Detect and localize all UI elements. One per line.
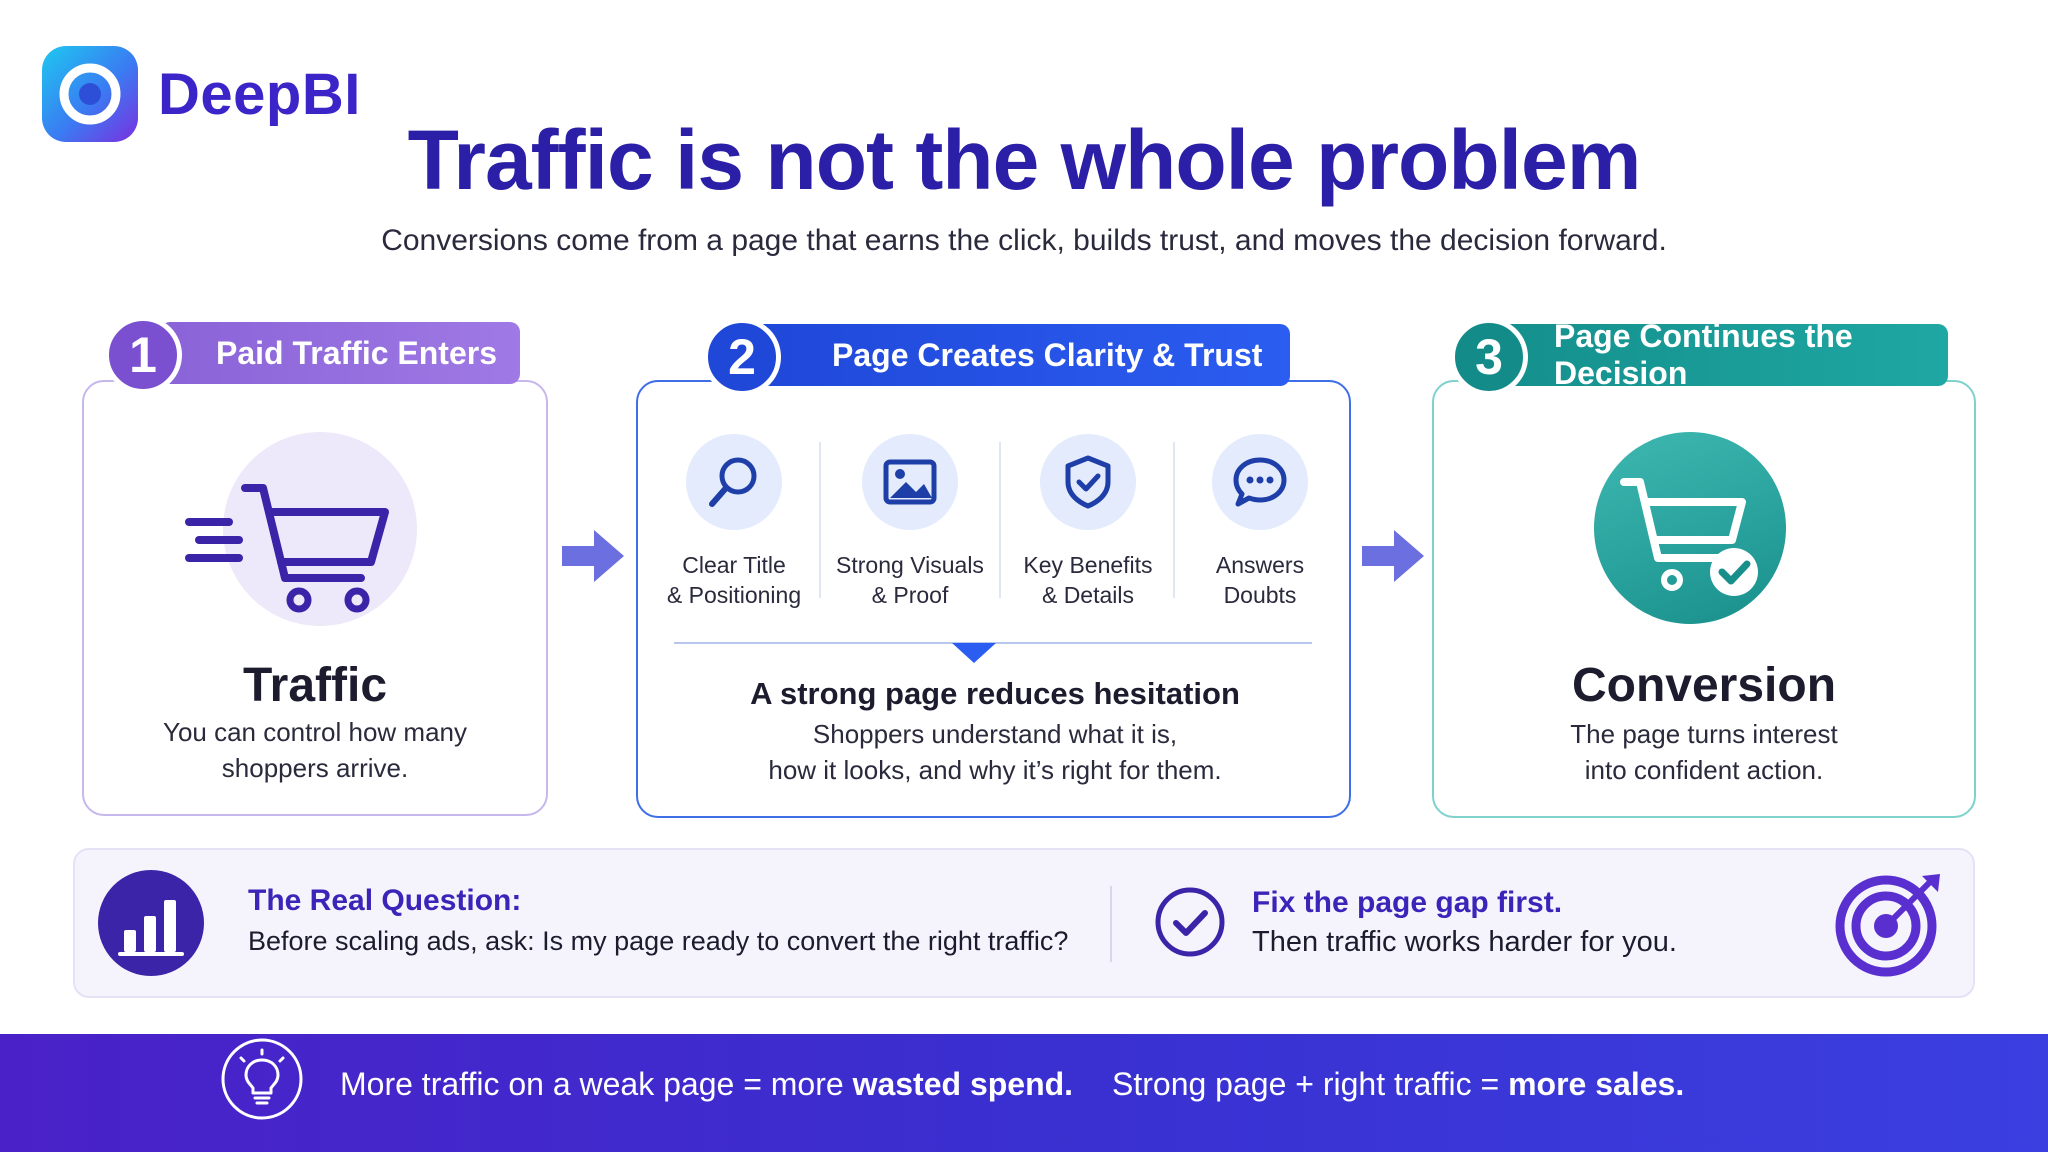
step-3-desc-line-2: into confident action. <box>1584 755 1824 785</box>
page-title: Traffic is not the whole problem <box>407 113 1642 207</box>
middle-desc-line-1: Shoppers understand what it is, <box>812 719 1178 749</box>
feature-divider <box>819 442 821 598</box>
step-1-description: You can control how many shoppers arrive… <box>84 714 546 786</box>
search-icon <box>686 434 782 530</box>
bar-chart-icon <box>98 870 204 976</box>
step-1-desc-line-1: You can control how many <box>162 717 467 747</box>
footer-banner <box>0 1034 2048 1152</box>
question-text: Before scaling ads, ask: Is my page read… <box>248 926 1069 956</box>
shopping-cart-icon <box>185 484 389 613</box>
step-2-label: Page Creates Clarity & Trust <box>730 324 1290 386</box>
step-2-number: 2 <box>703 318 781 396</box>
cart-circle-bg <box>223 432 417 626</box>
step-1-heading: Traffic <box>242 659 388 712</box>
check-circle-icon <box>1155 887 1225 957</box>
question-title: The Real Question: <box>248 884 522 917</box>
arrow-right-icon <box>562 530 624 582</box>
feature-clear-title: Clear Title& Positioning <box>649 434 819 610</box>
step-1-label: Paid Traffic Enters <box>160 322 520 384</box>
feature-key-benefits: Key Benefits& Details <box>1003 434 1173 610</box>
feature-label: Clear Title& Positioning <box>666 552 802 608</box>
step-3-desc-line-1: The page turns interest <box>1570 719 1838 749</box>
step-3-description: The page turns interest into confident a… <box>1434 716 1974 788</box>
fix-text: Then traffic works harder for you. <box>1252 926 1677 958</box>
shield-check-icon <box>1040 434 1136 530</box>
lightbulb-icon <box>221 1038 303 1120</box>
banner-right-text: Strong page + right traffic = more sales… <box>1112 1066 1685 1102</box>
target-icon <box>1835 874 1940 977</box>
feature-divider <box>1173 442 1175 598</box>
image-icon <box>862 434 958 530</box>
pointer-down-icon <box>952 643 996 663</box>
feature-strong-visuals: Strong Visuals& Proof <box>825 434 995 610</box>
step-3-number: 3 <box>1450 318 1528 396</box>
middle-heading: A strong page reduces hesitation <box>750 676 1240 711</box>
banner-left-text: More traffic on a weak page = more waste… <box>340 1066 1074 1102</box>
chat-bubble-icon <box>1212 434 1308 530</box>
step-1-desc-line-2: shoppers arrive. <box>221 753 409 783</box>
cart-check-icon <box>1620 478 1758 596</box>
step-3-heading: Conversion <box>1571 659 1837 712</box>
feature-divider <box>999 442 1001 598</box>
panel-divider <box>1110 886 1112 962</box>
middle-desc-line-2: how it looks, and why it’s right for the… <box>768 755 1222 785</box>
deepbi-logo-icon <box>42 46 138 142</box>
middle-description: Shoppers understand what it is, how it l… <box>640 716 1350 788</box>
feature-label: Key Benefits& Details <box>1023 552 1153 608</box>
page-subtitle: Conversions come from a page that earns … <box>381 224 1667 257</box>
feature-label: Strong Visuals& Proof <box>836 552 984 608</box>
arrow-right-icon <box>1362 530 1424 582</box>
conversion-circle-bg <box>1594 432 1786 624</box>
insight-panel <box>73 848 1975 998</box>
brand-name: DeepBI <box>158 61 361 127</box>
brand-logo: DeepBI <box>40 44 361 144</box>
step-3-label: Page Continues the Decision <box>1500 318 1948 391</box>
fix-title: Fix the page gap first. <box>1252 886 1563 919</box>
step-1-number: 1 <box>104 316 182 394</box>
